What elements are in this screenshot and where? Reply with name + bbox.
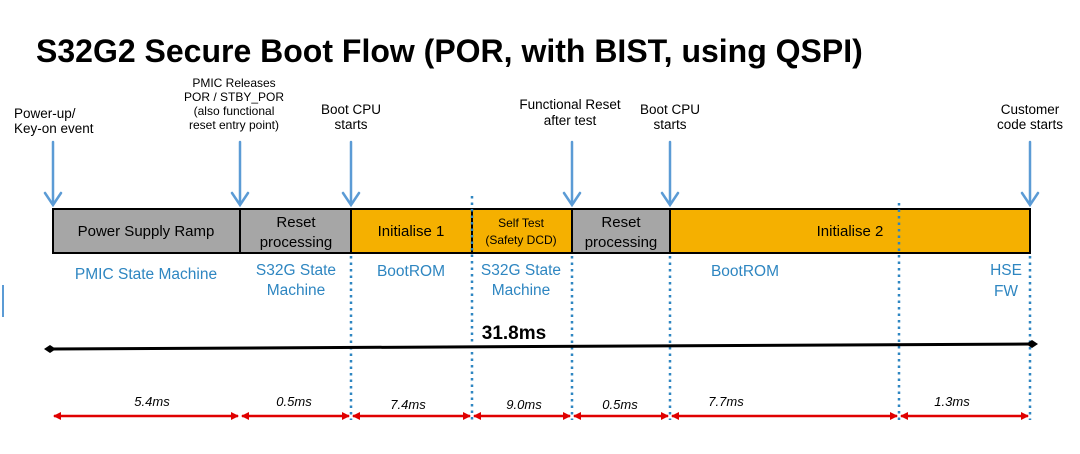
duration-label: 7.7ms [708, 394, 744, 409]
phase-initialise-2 [669, 208, 1031, 254]
phase-label: processing [585, 234, 658, 251]
down-arrow-icon [562, 140, 582, 208]
svg-text:Functional Reset: Functional Reset [519, 97, 621, 112]
phase-label: Initialise 1 [378, 223, 445, 240]
svg-text:Key-on event: Key-on event [14, 121, 94, 136]
duration-label: 7.4ms [390, 397, 426, 412]
owner-label: S32G State [481, 262, 561, 279]
down-arrow-icon [1020, 140, 1040, 208]
event-label-boot-cpu-start-1: Boot CPU starts [321, 102, 381, 132]
owner-label: HSE [990, 262, 1022, 279]
svg-text:PMIC Releases: PMIC Releases [192, 76, 275, 90]
owner-label: Machine [492, 282, 551, 299]
phase-label: Reset [276, 214, 316, 231]
phase-label: Power Supply Ramp [78, 223, 215, 240]
phase-label: Self Test [498, 216, 544, 230]
svg-text:Power-up/: Power-up/ [14, 106, 76, 121]
duration-label: 9.0ms [506, 397, 542, 412]
svg-text:starts: starts [334, 117, 367, 132]
down-arrow-icon [341, 140, 361, 208]
svg-text:(also functional: (also functional [194, 104, 275, 118]
duration-label: 5.4ms [134, 394, 170, 409]
phase-label: Reset [601, 214, 641, 231]
duration-label: 1.3ms [934, 394, 970, 409]
owner-label: BootROM [711, 263, 779, 280]
dotted-separators [349, 196, 1032, 420]
svg-text:reset entry point): reset entry point) [189, 118, 279, 132]
svg-text:after test: after test [544, 113, 597, 128]
owner-label: PMIC State Machine [75, 266, 217, 283]
svg-text:Boot CPU: Boot CPU [321, 102, 381, 117]
total-timeline [49, 342, 1033, 351]
phase-label: processing [260, 234, 333, 251]
timeline-end-diamond [1026, 340, 1038, 348]
event-label-pmic-release: PMIC Releases POR / STBY_POR (also funct… [184, 76, 284, 132]
owner-label: Machine [267, 282, 326, 299]
event-label-functional-reset: Functional Reset after test [519, 97, 621, 128]
svg-text:POR / STBY_POR: POR / STBY_POR [184, 90, 284, 104]
phase-reset-processing-1 [239, 208, 352, 254]
phase-label: (Safety DCD) [485, 233, 556, 247]
svg-text:Boot CPU: Boot CPU [640, 102, 700, 117]
event-label-customer-code: Customer code starts [997, 102, 1063, 132]
down-arrow-icon [660, 140, 680, 208]
owner-label: S32G State [256, 262, 336, 279]
svg-text:Customer: Customer [1001, 102, 1060, 117]
phase-bar [52, 208, 1031, 254]
page-title: S32G2 Secure Boot Flow (POR, with BIST, … [36, 33, 863, 69]
svg-text:code starts: code starts [997, 117, 1063, 132]
phase-power-supply-ramp [52, 208, 241, 254]
duration-label: 0.5ms [602, 397, 638, 412]
phase-reset-processing-2 [571, 208, 671, 254]
phase-label: Initialise 2 [817, 223, 884, 240]
owner-label: FW [994, 283, 1018, 300]
svg-text:starts: starts [653, 117, 686, 132]
total-time-label: 31.8ms [482, 323, 546, 344]
phase-initialise-1 [350, 208, 473, 254]
down-arrow-icon [230, 140, 250, 208]
event-arrows [43, 140, 1040, 208]
event-label-boot-cpu-start-2: Boot CPU starts [640, 102, 700, 132]
timeline-start-diamond [44, 345, 56, 353]
down-arrow-icon [43, 140, 63, 208]
duration-label: 0.5ms [276, 394, 312, 409]
event-label-power-up: Power-up/ Key-on event [14, 106, 94, 136]
owner-label: BootROM [377, 263, 445, 280]
